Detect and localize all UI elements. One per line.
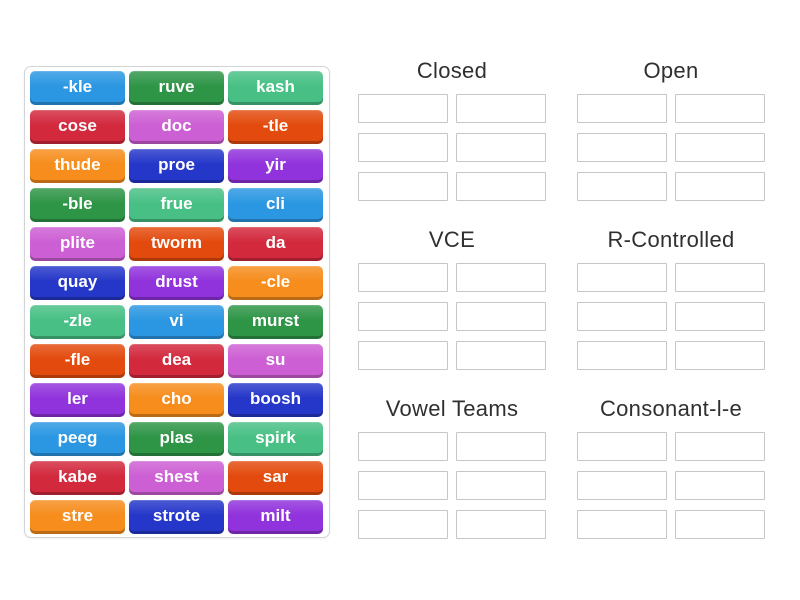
drop-slot[interactable] bbox=[675, 471, 765, 500]
drop-slot[interactable] bbox=[358, 432, 448, 461]
drop-slot[interactable] bbox=[577, 172, 667, 201]
group-vce: VCE bbox=[358, 226, 546, 370]
drop-slot[interactable] bbox=[675, 133, 765, 162]
drop-slot[interactable] bbox=[358, 471, 448, 500]
word-tile[interactable]: tworm bbox=[129, 227, 224, 261]
drop-slot[interactable] bbox=[456, 302, 546, 331]
drop-slot[interactable] bbox=[358, 263, 448, 292]
drop-slot[interactable] bbox=[358, 341, 448, 370]
drop-slot[interactable] bbox=[577, 263, 667, 292]
slot-grid bbox=[577, 94, 765, 201]
group-r-controlled: R-Controlled bbox=[577, 226, 765, 370]
word-tile[interactable]: -zle bbox=[30, 305, 125, 339]
group-vowel-teams: Vowel Teams bbox=[358, 395, 546, 539]
word-tile[interactable]: quay bbox=[30, 266, 125, 300]
drop-slot[interactable] bbox=[358, 94, 448, 123]
drop-slot[interactable] bbox=[456, 172, 546, 201]
word-tile[interactable]: doc bbox=[129, 110, 224, 144]
group-open: Open bbox=[577, 57, 765, 201]
drop-slot[interactable] bbox=[577, 341, 667, 370]
slot-grid bbox=[358, 94, 546, 201]
group-title: R-Controlled bbox=[607, 227, 735, 252]
drop-slot[interactable] bbox=[675, 341, 765, 370]
word-tile[interactable]: -cle bbox=[228, 266, 323, 300]
word-tile[interactable]: proe bbox=[129, 149, 224, 183]
drop-slot[interactable] bbox=[577, 471, 667, 500]
word-tile[interactable]: drust bbox=[129, 266, 224, 300]
group-title: VCE bbox=[428, 227, 476, 252]
drop-slot[interactable] bbox=[358, 302, 448, 331]
word-tile[interactable]: stre bbox=[30, 500, 125, 534]
word-tile[interactable]: peeg bbox=[30, 422, 125, 456]
group-consonant-l-e: Consonant-l-e bbox=[577, 395, 765, 539]
word-tile[interactable]: strote bbox=[129, 500, 224, 534]
slot-grid bbox=[577, 432, 765, 539]
word-tile[interactable]: ruve bbox=[129, 71, 224, 105]
word-tile[interactable]: plas bbox=[129, 422, 224, 456]
word-tile[interactable]: -tle bbox=[228, 110, 323, 144]
drop-slot[interactable] bbox=[577, 94, 667, 123]
group-closed: Closed bbox=[358, 57, 546, 201]
word-tile[interactable]: kabe bbox=[30, 461, 125, 495]
word-tile[interactable]: su bbox=[228, 344, 323, 378]
drop-slot[interactable] bbox=[456, 510, 546, 539]
drop-slot[interactable] bbox=[577, 510, 667, 539]
drop-slot[interactable] bbox=[675, 302, 765, 331]
word-tile[interactable]: ler bbox=[30, 383, 125, 417]
drop-slot[interactable] bbox=[358, 133, 448, 162]
word-tile[interactable]: milt bbox=[228, 500, 323, 534]
slot-grid bbox=[358, 263, 546, 370]
word-tile[interactable]: yir bbox=[228, 149, 323, 183]
group-title: Open bbox=[643, 58, 699, 83]
drop-slot[interactable] bbox=[456, 94, 546, 123]
drop-slot[interactable] bbox=[675, 172, 765, 201]
group-title: Consonant-l-e bbox=[599, 396, 743, 421]
drop-slot[interactable] bbox=[456, 133, 546, 162]
word-tile[interactable]: murst bbox=[228, 305, 323, 339]
drop-slot[interactable] bbox=[675, 432, 765, 461]
drop-slot[interactable] bbox=[675, 94, 765, 123]
drop-slot[interactable] bbox=[675, 263, 765, 292]
word-tile[interactable]: vi bbox=[129, 305, 224, 339]
drop-slot[interactable] bbox=[456, 432, 546, 461]
word-tile[interactable]: dea bbox=[129, 344, 224, 378]
word-tile[interactable]: -ble bbox=[30, 188, 125, 222]
word-tile[interactable]: da bbox=[228, 227, 323, 261]
drop-slot[interactable] bbox=[675, 510, 765, 539]
word-tile[interactable]: frue bbox=[129, 188, 224, 222]
word-tile[interactable]: cli bbox=[228, 188, 323, 222]
word-tile[interactable]: cose bbox=[30, 110, 125, 144]
slot-grid bbox=[358, 432, 546, 539]
drop-slot[interactable] bbox=[577, 432, 667, 461]
drop-slot[interactable] bbox=[456, 471, 546, 500]
word-tile[interactable]: boosh bbox=[228, 383, 323, 417]
drop-slot[interactable] bbox=[456, 263, 546, 292]
drop-slot[interactable] bbox=[577, 302, 667, 331]
drop-slot[interactable] bbox=[358, 510, 448, 539]
word-tile[interactable]: -fle bbox=[30, 344, 125, 378]
word-tile[interactable]: shest bbox=[129, 461, 224, 495]
slot-grid bbox=[577, 263, 765, 370]
word-tile[interactable]: sar bbox=[228, 461, 323, 495]
word-tile[interactable]: cho bbox=[129, 383, 224, 417]
group-title: Closed bbox=[416, 58, 488, 83]
drop-slot[interactable] bbox=[456, 341, 546, 370]
word-tile[interactable]: kash bbox=[228, 71, 323, 105]
word-tile[interactable]: -kle bbox=[30, 71, 125, 105]
group-title: Vowel Teams bbox=[385, 396, 519, 421]
drop-slot[interactable] bbox=[577, 133, 667, 162]
word-tile[interactable]: spirk bbox=[228, 422, 323, 456]
word-tile[interactable]: thude bbox=[30, 149, 125, 183]
word-tile[interactable]: plite bbox=[30, 227, 125, 261]
drop-slot[interactable] bbox=[358, 172, 448, 201]
